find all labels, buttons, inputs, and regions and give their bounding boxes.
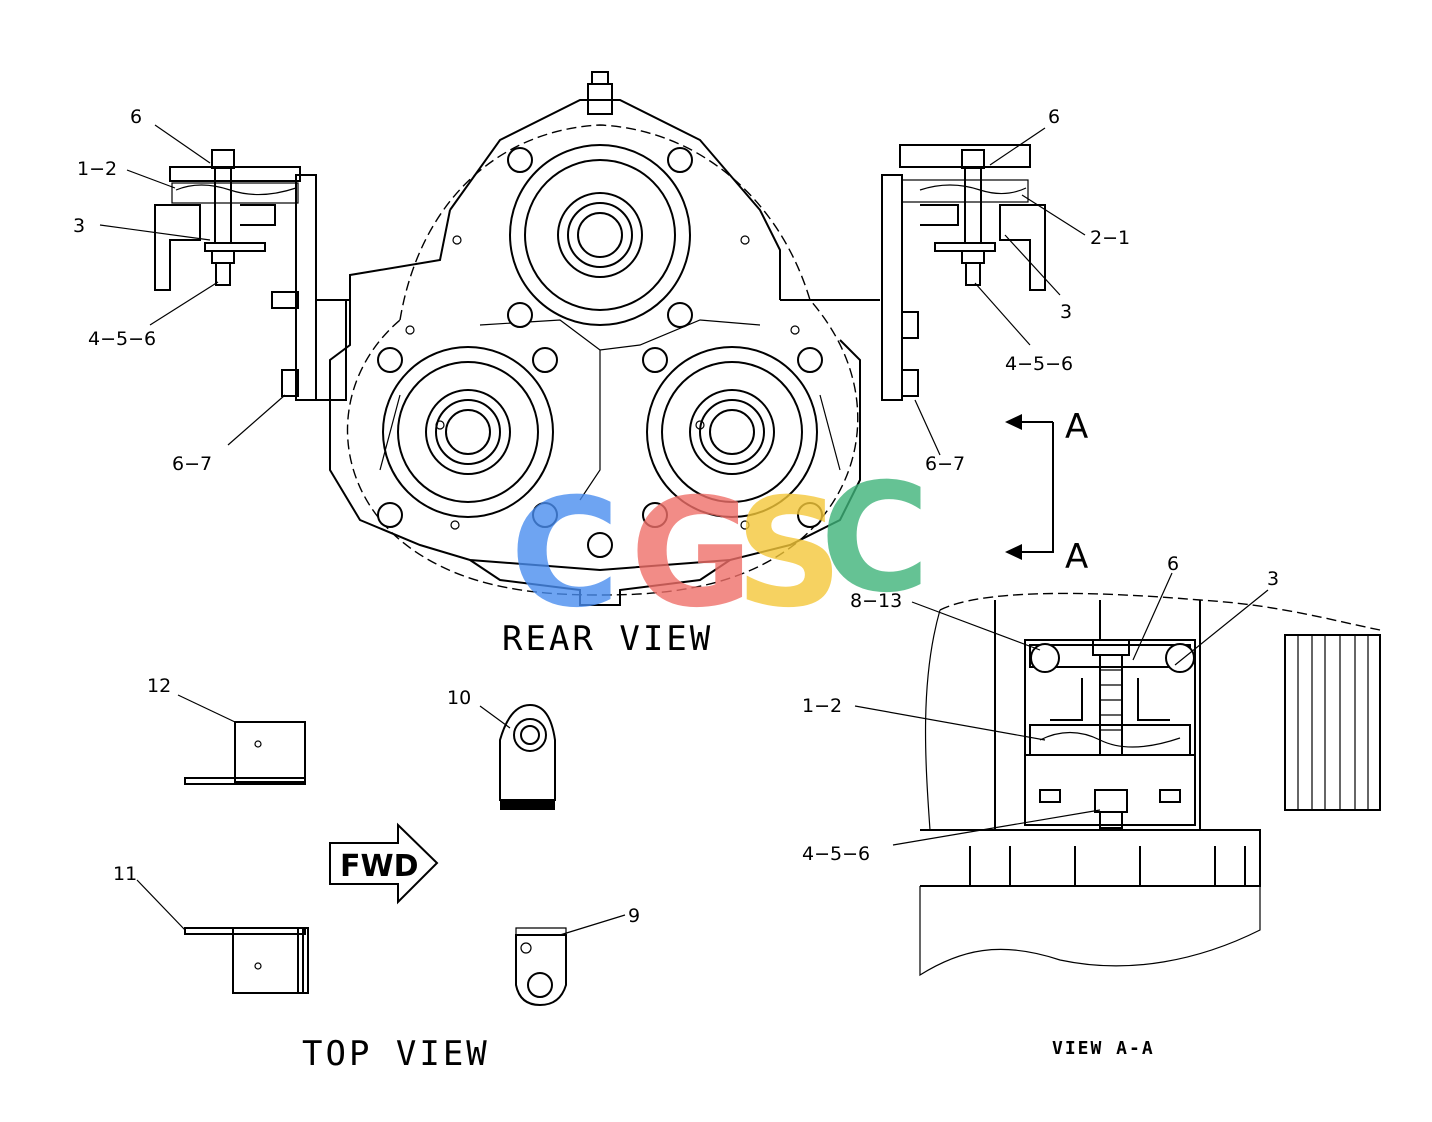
watermark-letter-c2: C (820, 452, 930, 626)
view-aa-section (919, 592, 1381, 977)
right-mount-bracket (881, 144, 1046, 401)
top-view-title: TOP VIEW (302, 1034, 490, 1074)
watermark-letter-g: G (630, 467, 753, 641)
watermark-letter-c1: C (510, 467, 620, 641)
part-11-bracket (184, 927, 309, 994)
callout-top-10: 10 (447, 687, 471, 709)
part-10-lug (499, 703, 556, 810)
callout-rear-right-2-1: 2−1 (1090, 227, 1130, 249)
callout-top-12: 12 (147, 675, 171, 697)
callout-rear-right-3: 3 (1060, 301, 1072, 323)
watermark-letter-s: S (735, 467, 843, 641)
fwd-arrow (329, 822, 439, 905)
callout-rear-left-6: 6 (130, 106, 142, 128)
callout-aa-8-13: 8−13 (850, 590, 902, 612)
housing-holes (405, 235, 800, 530)
rear-view-title: REAR VIEW (502, 619, 713, 659)
view-aa-title: VIEW A-A (1052, 1038, 1155, 1059)
callout-aa-4-5-6: 4−5−6 (802, 843, 870, 865)
callout-aa-1-2: 1−2 (802, 695, 842, 717)
callout-rear-left-3: 3 (73, 215, 85, 237)
callout-rear-right-4-5-6: 4−5−6 (1005, 353, 1073, 375)
fwd-label: FWD (340, 849, 419, 884)
left-gear (377, 346, 558, 528)
callout-rear-left-4-5-6: 4−5−6 (88, 328, 156, 350)
part-12-bracket (184, 721, 306, 785)
section-letter-bottom: A (1065, 537, 1088, 577)
upper-gear (507, 144, 693, 328)
watermark-logo: C G S C (510, 452, 930, 641)
callout-top-9: 9 (628, 905, 640, 927)
callout-aa-3: 3 (1267, 568, 1279, 590)
leader-lines (99, 124, 1269, 936)
callout-rear-left-6-7: 6−7 (172, 453, 212, 475)
section-letter-top: A (1065, 407, 1088, 447)
part-9-lug (515, 927, 567, 1007)
callout-rear-left-1-2: 1−2 (77, 158, 117, 180)
callout-top-11: 11 (113, 863, 137, 885)
callout-aa-6: 6 (1167, 553, 1179, 575)
callout-rear-right-6: 6 (1048, 106, 1060, 128)
right-gear (587, 346, 823, 558)
left-mount-bracket (154, 149, 347, 401)
callout-rear-right-6-7: 6−7 (925, 453, 965, 475)
section-marker (1005, 414, 1054, 560)
